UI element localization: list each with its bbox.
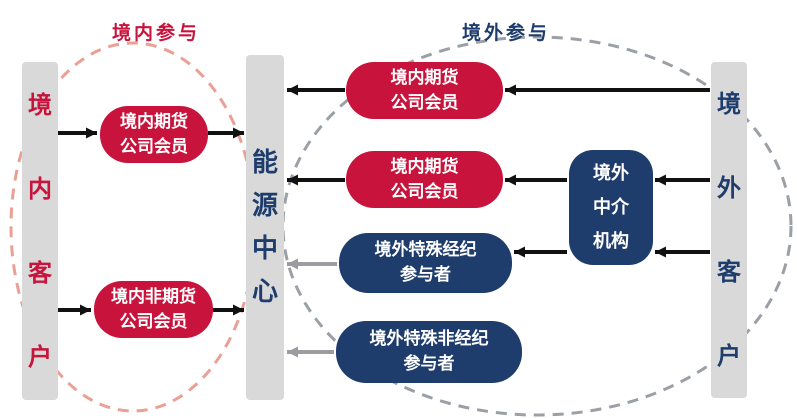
node-overseas-special-broker: 境外特殊经纪 参与者 [339,233,512,293]
node-domestic-futures-member-left: 境内期货 公司会员 [100,106,208,163]
overseas-participation-ellipse [281,35,793,417]
energy-center-bar: 能源中心 [246,55,284,400]
energy-center-bar-label: 能源中心 [252,147,279,307]
node-overseas-intermediary: 境外 中介 机构 [569,150,653,265]
overseas-client-bar: 境外客户 [711,62,747,398]
overseas-client-bar-label: 境外客户 [717,90,741,370]
domestic-participation-label: 境内参与 [112,22,201,44]
node-domestic-nonfutures-member: 境内非期货 公司会员 [94,281,213,338]
domestic-client-bar-label: 境内客户 [28,91,52,371]
domestic-client-bar: 境内客户 [22,62,58,400]
node-domestic-futures-member-mid: 境内期货 公司会员 [346,151,503,208]
overseas-participation-label: 境外参与 [462,22,551,44]
node-domestic-futures-member-top: 境内期货 公司会员 [346,62,503,119]
node-overseas-special-nonbroker: 境外特殊非经纪 参与者 [336,321,522,383]
